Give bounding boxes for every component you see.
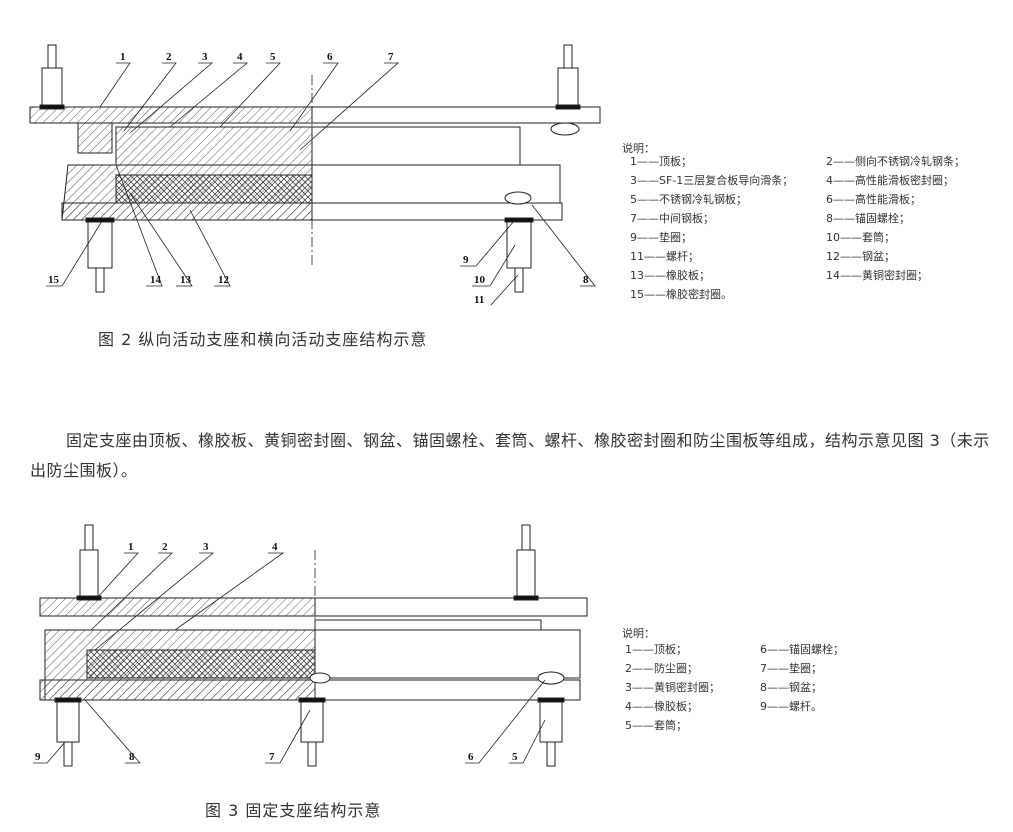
body-paragraph: 固定支座由顶板、橡胶板、黄铜密封圈、钢盆、锚固螺栓、套筒、螺杆、橡胶密封圈和防尘… [30, 431, 990, 480]
bearing-assembly [29, 44, 601, 293]
legend-item: 9——螺杆。 [760, 700, 822, 713]
legend-item: 11——螺杆； [630, 250, 699, 263]
figure-2-legend-title: 说明： [622, 142, 655, 155]
legend-item: 9——垫圈； [630, 231, 692, 244]
legend-item: 5——套筒； [625, 719, 687, 732]
callout-1: 1 [128, 541, 134, 553]
figure-3-drawing: 1 2 3 4 9 8 7 6 5 [33, 524, 588, 767]
legend-item: 7——中间钢板； [630, 212, 714, 225]
callout-2: 2 [162, 541, 168, 553]
figure-2-legend-right: 2——侧向不锈钢冷轧钢条； 4——高性能滑板密封圈； 6——高性能滑板； 8——… [826, 152, 965, 285]
legend-item: 1——顶板； [630, 155, 692, 168]
legend-item: 3——黄铜密封圈； [625, 681, 720, 694]
figure-3-caption: 图 3 固定支座结构示意 [205, 801, 382, 820]
callout-1: 1 [120, 51, 126, 63]
legend-item: 5——不锈钢冷轧钢板； [630, 193, 747, 206]
legend-item: 6——高性能滑板； [826, 193, 921, 206]
callout-6: 6 [327, 51, 333, 63]
callout-4: 4 [272, 541, 278, 553]
legend-item: 14——黄铜密封圈； [826, 269, 928, 282]
callout-7: 7 [388, 51, 394, 63]
figure-2-drawing: 1 2 3 4 5 6 7 15 14 13 12 9 10 11 8 [29, 44, 601, 305]
callout-6: 6 [468, 751, 474, 763]
legend-item: 4——高性能滑板密封圈； [826, 174, 954, 187]
callout-13: 13 [180, 274, 192, 286]
legend-item: 6——锚固螺栓； [760, 643, 844, 656]
figure-3-legend-right: 6——锚固螺栓； 7——垫圈； 8——钢盆； 9——螺杆。 [760, 640, 844, 716]
legend-item: 1——顶板； [625, 643, 687, 656]
callout-8: 8 [583, 274, 589, 286]
legend-item: 15——橡胶密封圈。 [630, 288, 732, 301]
legend-item: 8——钢盆； [760, 681, 822, 694]
callout-3: 3 [203, 541, 209, 553]
figure-3-callouts: 1 2 3 4 9 8 7 6 5 [33, 541, 546, 764]
callout-15: 15 [48, 274, 60, 286]
callout-7: 7 [269, 751, 275, 763]
figure-2-callouts: 1 2 3 4 5 6 7 15 14 13 12 9 10 11 8 [46, 51, 596, 305]
callout-3: 3 [202, 51, 208, 63]
callout-2: 2 [166, 51, 172, 63]
legend-item: 3——SF-1三层复合板导向滑条； [630, 174, 794, 187]
figure-2-caption: 图 2 纵向活动支座和横向活动支座结构示意 [98, 330, 428, 349]
callout-5: 5 [512, 751, 518, 763]
legend-item: 2——防尘圈； [625, 662, 698, 675]
figure-3-legend-left: 1——顶板； 2——防尘圈； 3——黄铜密封圈； 4——橡胶板； 5——套筒； [625, 640, 720, 735]
legend-item: 10——套筒； [826, 231, 895, 244]
callout-5: 5 [270, 51, 276, 63]
callout-9: 9 [35, 751, 41, 763]
callout-12: 12 [218, 274, 230, 286]
figure-3-legend-title: 说明： [622, 627, 655, 640]
legend-item: 12——钢盆； [826, 250, 895, 263]
figure-2-legend-left: 1——顶板； 3——SF-1三层复合板导向滑条； 5——不锈钢冷轧钢板； 7——… [630, 152, 793, 304]
legend-item: 13——橡胶板； [630, 269, 710, 282]
callout-4: 4 [237, 51, 243, 63]
legend-item: 4——橡胶板； [625, 700, 698, 713]
fixed-bearing-assembly [39, 524, 588, 767]
callout-9: 9 [463, 254, 469, 266]
callout-11: 11 [474, 294, 484, 305]
callout-14: 14 [150, 274, 162, 286]
legend-item: 8——锚固螺栓； [826, 212, 910, 225]
callout-8: 8 [129, 751, 135, 763]
callout-10: 10 [474, 274, 486, 286]
legend-item: 7——垫圈； [760, 662, 822, 675]
legend-item: 2——侧向不锈钢冷轧钢条； [826, 155, 965, 168]
